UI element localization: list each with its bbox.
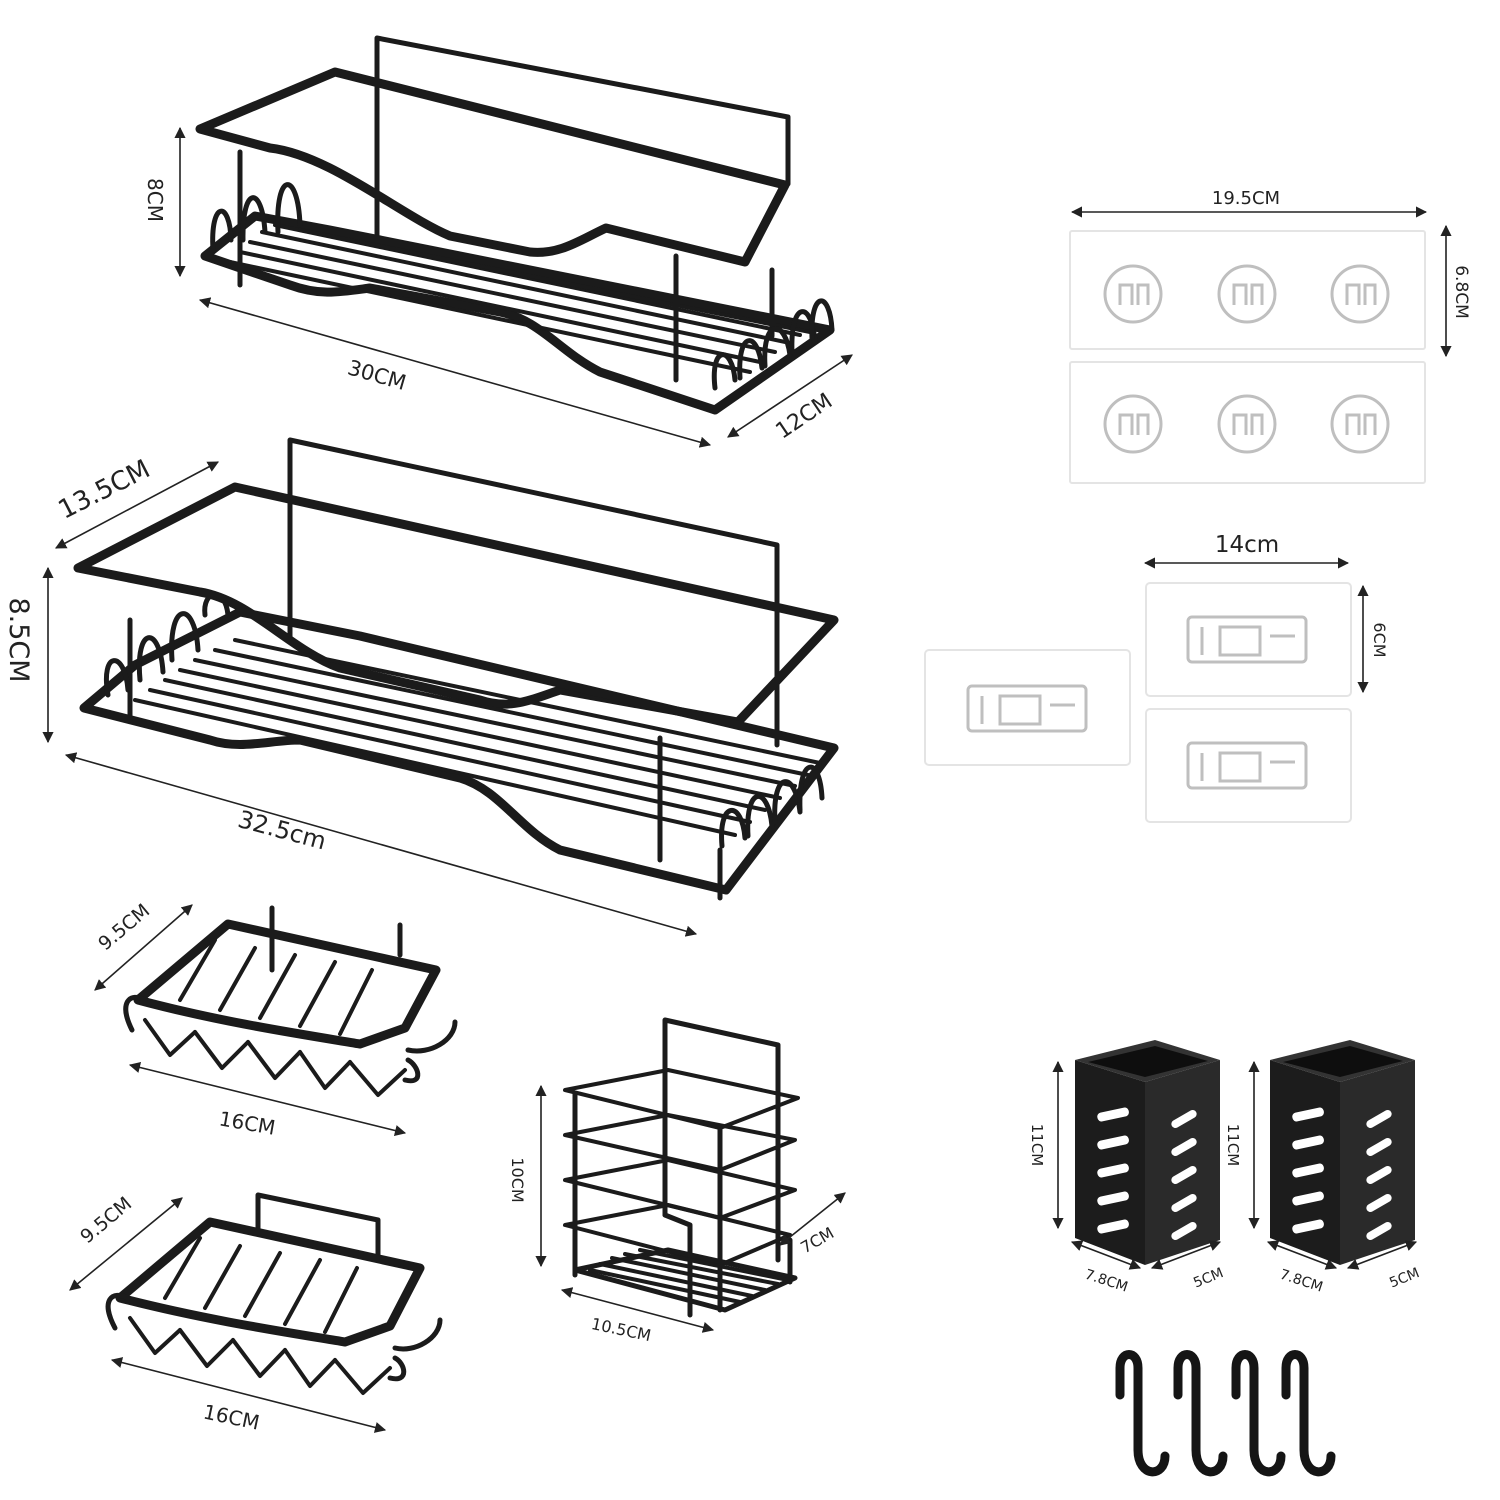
utensil-holder-1 bbox=[1075, 1040, 1220, 1265]
shelf-30cm bbox=[195, 35, 835, 415]
small-pad-height-label: 6CM bbox=[1370, 622, 1389, 657]
holder-2-depth-label: 5CM bbox=[1387, 1265, 1422, 1291]
long-pad-width-label: 19.5CM bbox=[1212, 188, 1280, 209]
soap-dish-1 bbox=[123, 905, 458, 1097]
shelf-32-5cm bbox=[73, 437, 839, 901]
big-shelf-depth-label: 12CM bbox=[772, 389, 838, 445]
large-shelf-length-label: 32.5cm bbox=[235, 805, 329, 855]
caddy-basket bbox=[563, 1017, 800, 1318]
large-shelf-height-label: 8.5CM bbox=[3, 597, 34, 682]
soap-dish-1-length-label: 16CM bbox=[217, 1106, 277, 1139]
s-hook-icon bbox=[1115, 1350, 1336, 1477]
basket-depth-label: 7CM bbox=[797, 1223, 837, 1257]
basket-width-label: 10.5CM bbox=[590, 1314, 653, 1345]
small-adhesive-pads: 14cm 6CM bbox=[924, 532, 1389, 823]
soap-dish-2-depth-label: 9.5CM bbox=[76, 1193, 136, 1248]
soap-dish-2-length-label: 16CM bbox=[201, 1400, 261, 1435]
small-pad-width-label: 14cm bbox=[1215, 532, 1279, 558]
holder-2-height-label: 11CM bbox=[1224, 1124, 1242, 1167]
holder-1-width-label: 7.8CM bbox=[1083, 1267, 1130, 1296]
big-shelf-length-label: 30CM bbox=[345, 356, 409, 395]
utensil-holder-2 bbox=[1270, 1040, 1415, 1265]
long-pad-height-label: 6.8CM bbox=[1451, 265, 1471, 319]
holder-2-width-label: 7.8CM bbox=[1278, 1267, 1325, 1296]
holder-1-height-label: 11CM bbox=[1028, 1124, 1046, 1167]
long-adhesive-pads: 19.5CM 6.8CM bbox=[1069, 188, 1471, 484]
holder-1-depth-label: 5CM bbox=[1191, 1265, 1226, 1291]
big-shelf-height-label: 8CM bbox=[143, 178, 167, 222]
soap-dish-2 bbox=[105, 1192, 443, 1395]
basket-height-label: 10CM bbox=[508, 1157, 527, 1202]
large-shelf-depth-label: 13.5CM bbox=[54, 454, 155, 525]
